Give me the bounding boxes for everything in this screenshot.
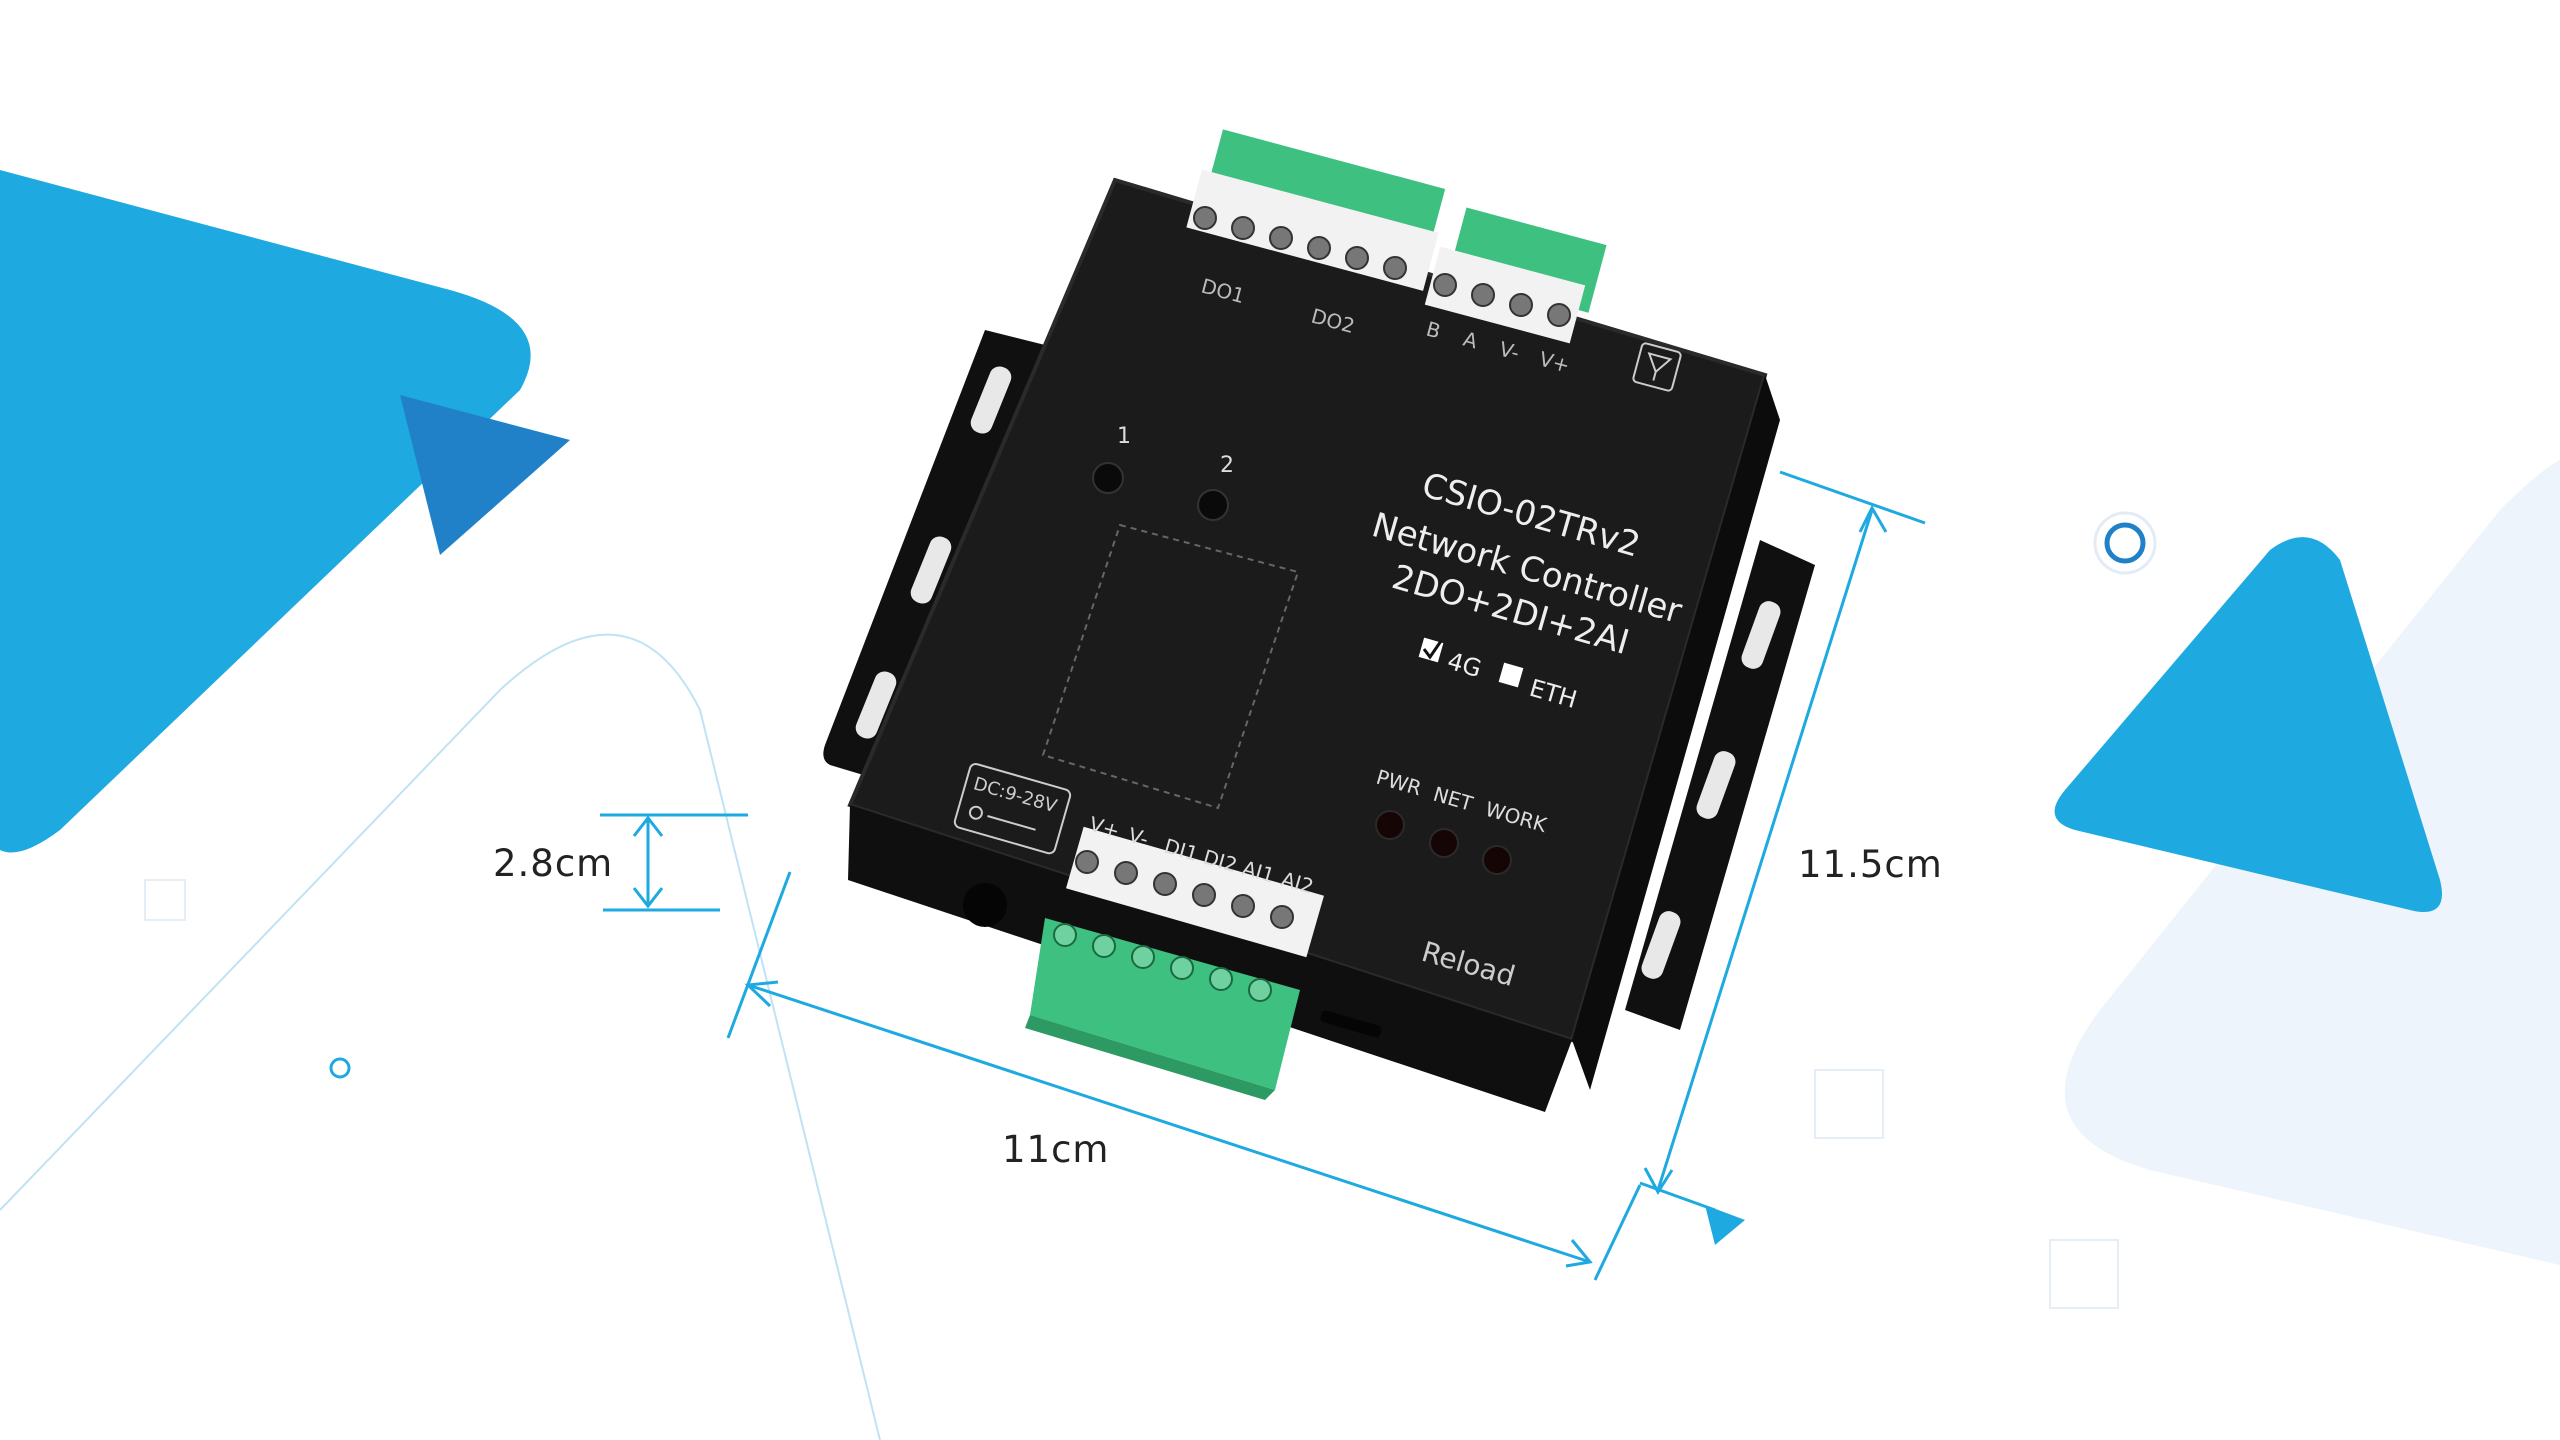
button-label-1: 1: [1117, 424, 1131, 449]
power-jack: [963, 883, 1007, 927]
reload-slot: [1320, 1010, 1382, 1038]
depth-dimension-label: 11.5cm: [1798, 843, 1943, 886]
width-dimension-label: 11cm: [1002, 1128, 1110, 1171]
ring-icon: [2093, 511, 2157, 575]
svg-text:A: A: [1461, 327, 1481, 354]
outline-square-1: [144, 879, 186, 921]
led-net: [1429, 828, 1459, 858]
label-area: [1041, 523, 1300, 810]
right-triangle-shape: [2054, 537, 2442, 912]
left-small-triangle-shape: [400, 395, 570, 555]
svg-text:B: B: [1424, 317, 1443, 344]
button-2: [1197, 489, 1229, 521]
top-terminal-block-relay: [1186, 129, 1446, 291]
button-1: [1092, 462, 1124, 494]
outline-square-2: [1814, 1069, 1884, 1139]
device-right-face: [1572, 375, 1780, 1090]
outline-square-3: [2049, 1239, 2119, 1309]
top-terminal-block-rs485: [1424, 207, 1607, 344]
antenna-icon: [1632, 342, 1682, 392]
button-label-2: 2: [1220, 453, 1234, 478]
small-blue-triangle: [1705, 1205, 1745, 1245]
left-outline-curve: [0, 633, 881, 1440]
led-work: [1482, 845, 1512, 875]
option-eth-checkbox: [1498, 662, 1524, 688]
led-pwr: [1375, 810, 1405, 840]
device-front-face: [848, 805, 1572, 1112]
left-triangle-shape: [0, 170, 531, 853]
height-dimension-label: 2.8cm: [493, 842, 614, 885]
small-circle-left: [329, 1057, 351, 1079]
option-4g-checkbox: [1418, 637, 1444, 663]
